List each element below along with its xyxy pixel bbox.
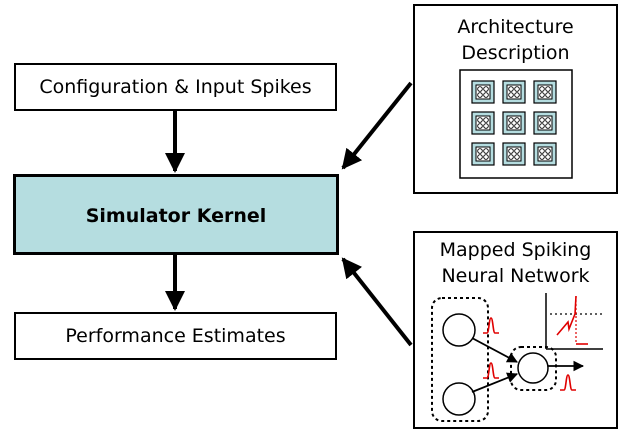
membrane-potential-plot	[545, 293, 603, 350]
input-neuron-bottom	[442, 382, 476, 416]
snn-illustration	[431, 293, 603, 422]
architecture-tile	[471, 111, 495, 135]
architecture-tile	[502, 111, 526, 135]
simulator-kernel-box: Simulator Kernel	[13, 174, 339, 255]
architecture-tile	[533, 80, 557, 104]
architecture-grid	[459, 69, 573, 179]
synapse-bottom	[471, 372, 519, 393]
configuration-input-label: Configuration & Input Spikes	[39, 76, 312, 98]
architecture-title-line1: Architecture	[457, 16, 574, 38]
input-spike-bottom	[483, 362, 499, 379]
input-neuron-top	[442, 313, 476, 347]
input-neuron-group	[431, 297, 489, 422]
simulator-kernel-label: Simulator Kernel	[85, 205, 267, 227]
output-neuron	[517, 352, 549, 384]
performance-estimates-box: Performance Estimates	[14, 312, 337, 360]
performance-estimates-label: Performance Estimates	[65, 325, 286, 347]
architecture-tile	[533, 142, 557, 166]
output-neuron-group	[510, 346, 557, 391]
output-spike	[560, 374, 576, 391]
synapse-top	[471, 337, 518, 363]
input-spike-top	[483, 317, 499, 334]
architecture-tile	[471, 80, 495, 104]
architecture-tile	[502, 142, 526, 166]
architecture-tile	[502, 80, 526, 104]
snn-title-line1: Mapped Spiking	[439, 239, 592, 261]
arrow-snn-to-kernel	[341, 257, 413, 347]
configuration-input-box: Configuration & Input Spikes	[14, 63, 337, 111]
arrow-architecture-to-kernel	[341, 81, 413, 170]
snn-title-line2: Neural Network	[441, 265, 590, 287]
architecture-tile	[471, 142, 495, 166]
architecture-title-line2: Description	[461, 42, 570, 64]
architecture-tile	[533, 111, 557, 135]
